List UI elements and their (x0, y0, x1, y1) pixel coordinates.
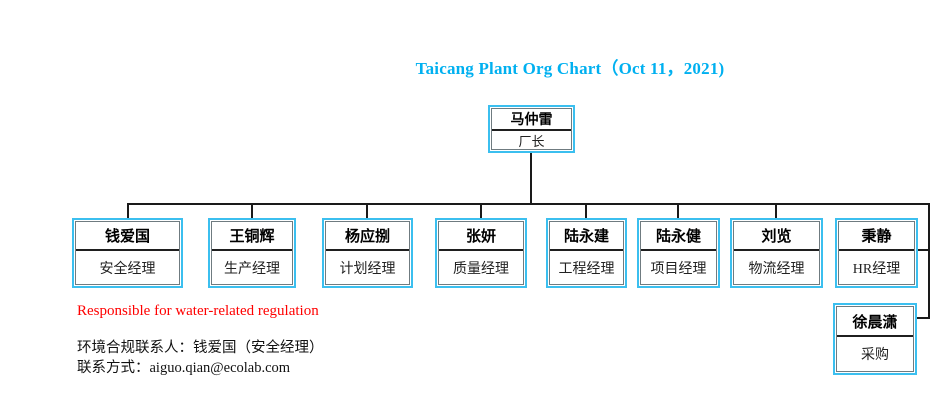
person-role: 计划经理 (339, 261, 396, 277)
org-box-inner: 徐晨潇 采购 (836, 306, 914, 372)
connector-horizontal (127, 203, 930, 205)
connector-stub (775, 204, 777, 218)
page-title: Taicang Plant Org Chart（Oct 11，2021) (415, 59, 725, 78)
person-name: 刘览 (734, 222, 819, 251)
person-name: 秉静 (839, 222, 914, 251)
org-box-inner: 张妍 质量经理 (438, 221, 524, 285)
person-role: 工程经理 (558, 261, 615, 277)
person-role: 生产经理 (224, 261, 280, 277)
org-box-inner: 陆永健 项目经理 (640, 221, 717, 285)
person-name: 杨应捌 (326, 222, 409, 251)
person-name: 王铜辉 (212, 222, 292, 251)
org-box-root: 马仲雷 厂长 (488, 105, 575, 153)
connector-stub (677, 204, 679, 218)
org-box-hr-manager: 秉静 HR经理 (835, 218, 918, 288)
org-box-production-manager: 王铜辉 生产经理 (208, 218, 296, 288)
org-box-project-manager: 陆永健 项目经理 (637, 218, 720, 288)
person-name: 张妍 (439, 222, 523, 251)
connector-stub (366, 204, 368, 218)
connector-stub-hr (916, 249, 928, 251)
connector-stub (585, 204, 587, 218)
org-box-planning-manager: 杨应捌 计划经理 (322, 218, 413, 288)
org-box-inner: 刘览 物流经理 (733, 221, 820, 285)
org-box-inner: 钱爱国 安全经理 (75, 221, 180, 285)
org-box-inner: 马仲雷 厂长 (491, 108, 572, 150)
contact-person-line: 环境合规联系人：钱爱国（安全经理） (77, 340, 324, 356)
org-box-inner: 王铜辉 生产经理 (211, 221, 293, 285)
connector-stub (480, 204, 482, 218)
person-name: 陆永建 (550, 222, 623, 251)
contact-email-line: 联系方式：aiguo.qian@ecolab.com (77, 360, 291, 376)
person-role: 项目经理 (650, 261, 707, 277)
connector-stub (127, 204, 129, 218)
person-name: 钱爱国 (76, 222, 179, 251)
person-role: 物流经理 (748, 261, 805, 277)
person-role: 质量经理 (453, 261, 509, 277)
person-role: HR经理 (852, 261, 901, 277)
org-box-logistics-manager: 刘览 物流经理 (730, 218, 823, 288)
org-box-purchasing: 徐晨潇 采购 (833, 303, 917, 375)
connector-right-vertical (928, 203, 930, 319)
org-box-inner: 秉静 HR经理 (838, 221, 915, 285)
person-name: 陆永健 (641, 222, 716, 251)
connector-stub (251, 204, 253, 218)
regulation-note: Responsible for water-related regulation (77, 303, 319, 319)
org-box-quality-manager: 张妍 质量经理 (435, 218, 527, 288)
org-box-inner: 陆永建 工程经理 (549, 221, 624, 285)
person-role: 厂长 (518, 134, 545, 149)
person-role: 安全经理 (99, 261, 156, 277)
person-name: 徐晨潇 (837, 307, 913, 337)
connector-trunk (530, 153, 532, 205)
connector-stub-purchasing (915, 317, 928, 319)
org-box-inner: 杨应捌 计划经理 (325, 221, 410, 285)
org-box-engineering-manager: 陆永建 工程经理 (546, 218, 627, 288)
person-name: 马仲雷 (492, 109, 571, 131)
person-role: 采购 (861, 348, 889, 363)
org-box-safety-manager: 钱爱国 安全经理 (72, 218, 183, 288)
